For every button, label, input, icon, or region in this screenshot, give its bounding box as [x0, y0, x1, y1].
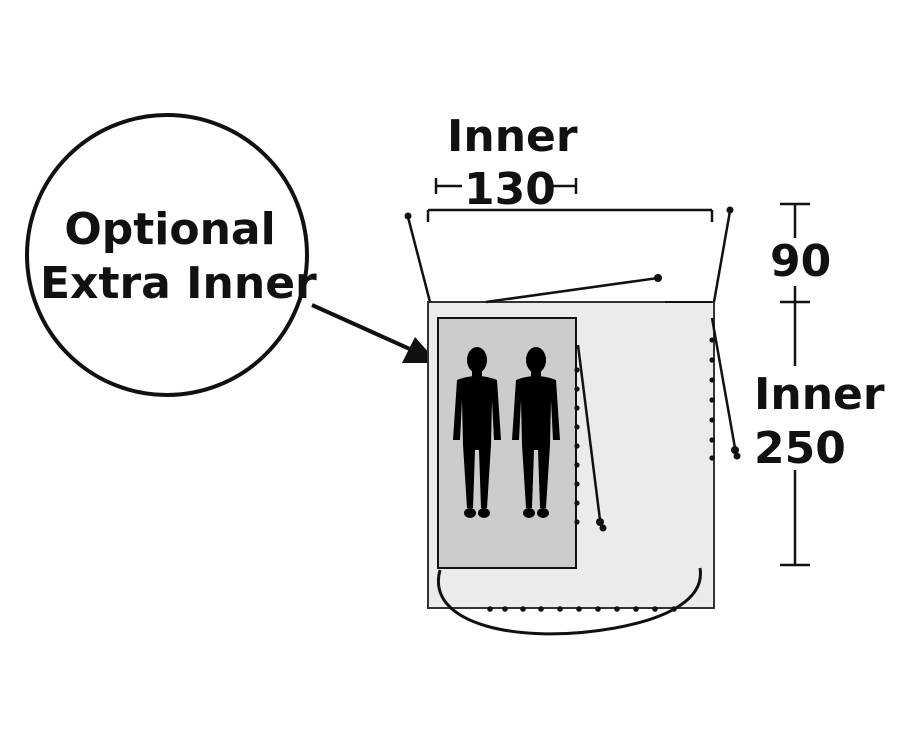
door-panel-line	[485, 276, 659, 304]
person-silhouette-icon	[512, 347, 560, 518]
rear-door-arc	[436, 567, 702, 636]
width-dimension-title: Inner	[447, 111, 578, 162]
peg-dot	[599, 524, 607, 532]
person-silhouette-icon	[453, 347, 501, 518]
width-dimension-value: 130	[464, 164, 556, 215]
peg-dot	[726, 206, 734, 214]
callout-label-line1: Optional	[64, 204, 276, 255]
peg-dot	[731, 446, 739, 454]
canopy-right-line	[712, 210, 732, 303]
inner-door-zip-dots	[574, 367, 580, 525]
canopy-left-line	[406, 216, 432, 303]
peg-dot	[733, 452, 741, 460]
porch-depth-value: 90	[770, 236, 832, 287]
peg-dot	[654, 274, 662, 282]
peg-dot	[596, 518, 604, 526]
inner-door-line	[576, 344, 602, 521]
depth-dimension-title: Inner	[754, 369, 885, 420]
depth-dimension-value: 250	[754, 423, 846, 474]
rear-door-zip-dots	[487, 606, 677, 612]
optional-inner-room	[437, 317, 577, 569]
side-door-zip-dots	[709, 337, 715, 461]
callout-circle	[25, 113, 309, 397]
peg-dot	[404, 212, 412, 220]
callout-arrow-line	[311, 303, 413, 352]
side-door-line	[710, 317, 737, 449]
callout-label-line2: Extra Inner	[40, 258, 317, 309]
